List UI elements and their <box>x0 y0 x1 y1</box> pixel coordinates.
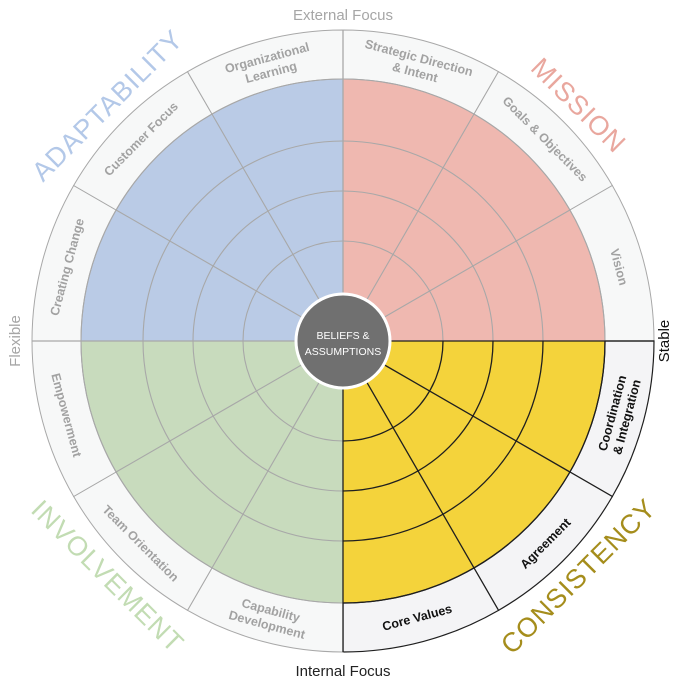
spoke-consistency-1 <box>383 363 571 473</box>
ring-arc-adaptability-3 <box>142 140 344 342</box>
ring-arc-consistency-3 <box>342 340 544 542</box>
ring-arc-mission-1 <box>342 240 444 342</box>
center-label-line1: BELIEFS & <box>316 330 369 342</box>
ring-arc-involvement-4 <box>80 340 344 604</box>
spoke-mission-2 <box>383 209 571 318</box>
ring-arc-adaptability-2 <box>192 190 344 342</box>
spoke-mission-1 <box>366 113 475 301</box>
ring-arc-adaptability-4 <box>80 78 344 342</box>
ring-arc-involvement-1 <box>242 340 344 442</box>
spoke-adaptability-1 <box>115 209 303 318</box>
ring-arc-consistency-4 <box>342 340 606 604</box>
center-hub <box>294 292 392 390</box>
ring-arc-involvement-3 <box>142 340 344 542</box>
ring-arc-adaptability-1 <box>242 240 344 342</box>
ring-arc-consistency-1 <box>342 340 444 442</box>
quadrant-layer <box>81 79 605 603</box>
ring-arc-consistency-2 <box>342 340 494 492</box>
axis-label-top: External Focus <box>293 7 393 24</box>
spoke-involvement-1 <box>211 381 320 569</box>
ring-arc-mission-3 <box>342 140 544 342</box>
center-label-line2: ASSUMPTIONS <box>305 346 381 358</box>
quadrant-adaptability <box>81 79 343 341</box>
ring-arc-involvement-2 <box>192 340 344 492</box>
divider-layer <box>32 30 654 652</box>
ring-arc-mission-4 <box>342 78 606 342</box>
spoke-consistency-2 <box>365 381 475 569</box>
axis-label-bottom: Internal Focus <box>295 663 390 680</box>
quadrant-consistency <box>343 341 605 603</box>
quadrant-mission <box>343 79 605 341</box>
axis-label-left: Flexible <box>7 315 24 367</box>
spoke-adaptability-2 <box>211 113 320 301</box>
spoke-involvement-2 <box>115 364 303 473</box>
quadrant-involvement <box>81 341 343 603</box>
ring-arc-mission-2 <box>342 190 494 342</box>
axis-label-right: Stable <box>656 320 673 363</box>
